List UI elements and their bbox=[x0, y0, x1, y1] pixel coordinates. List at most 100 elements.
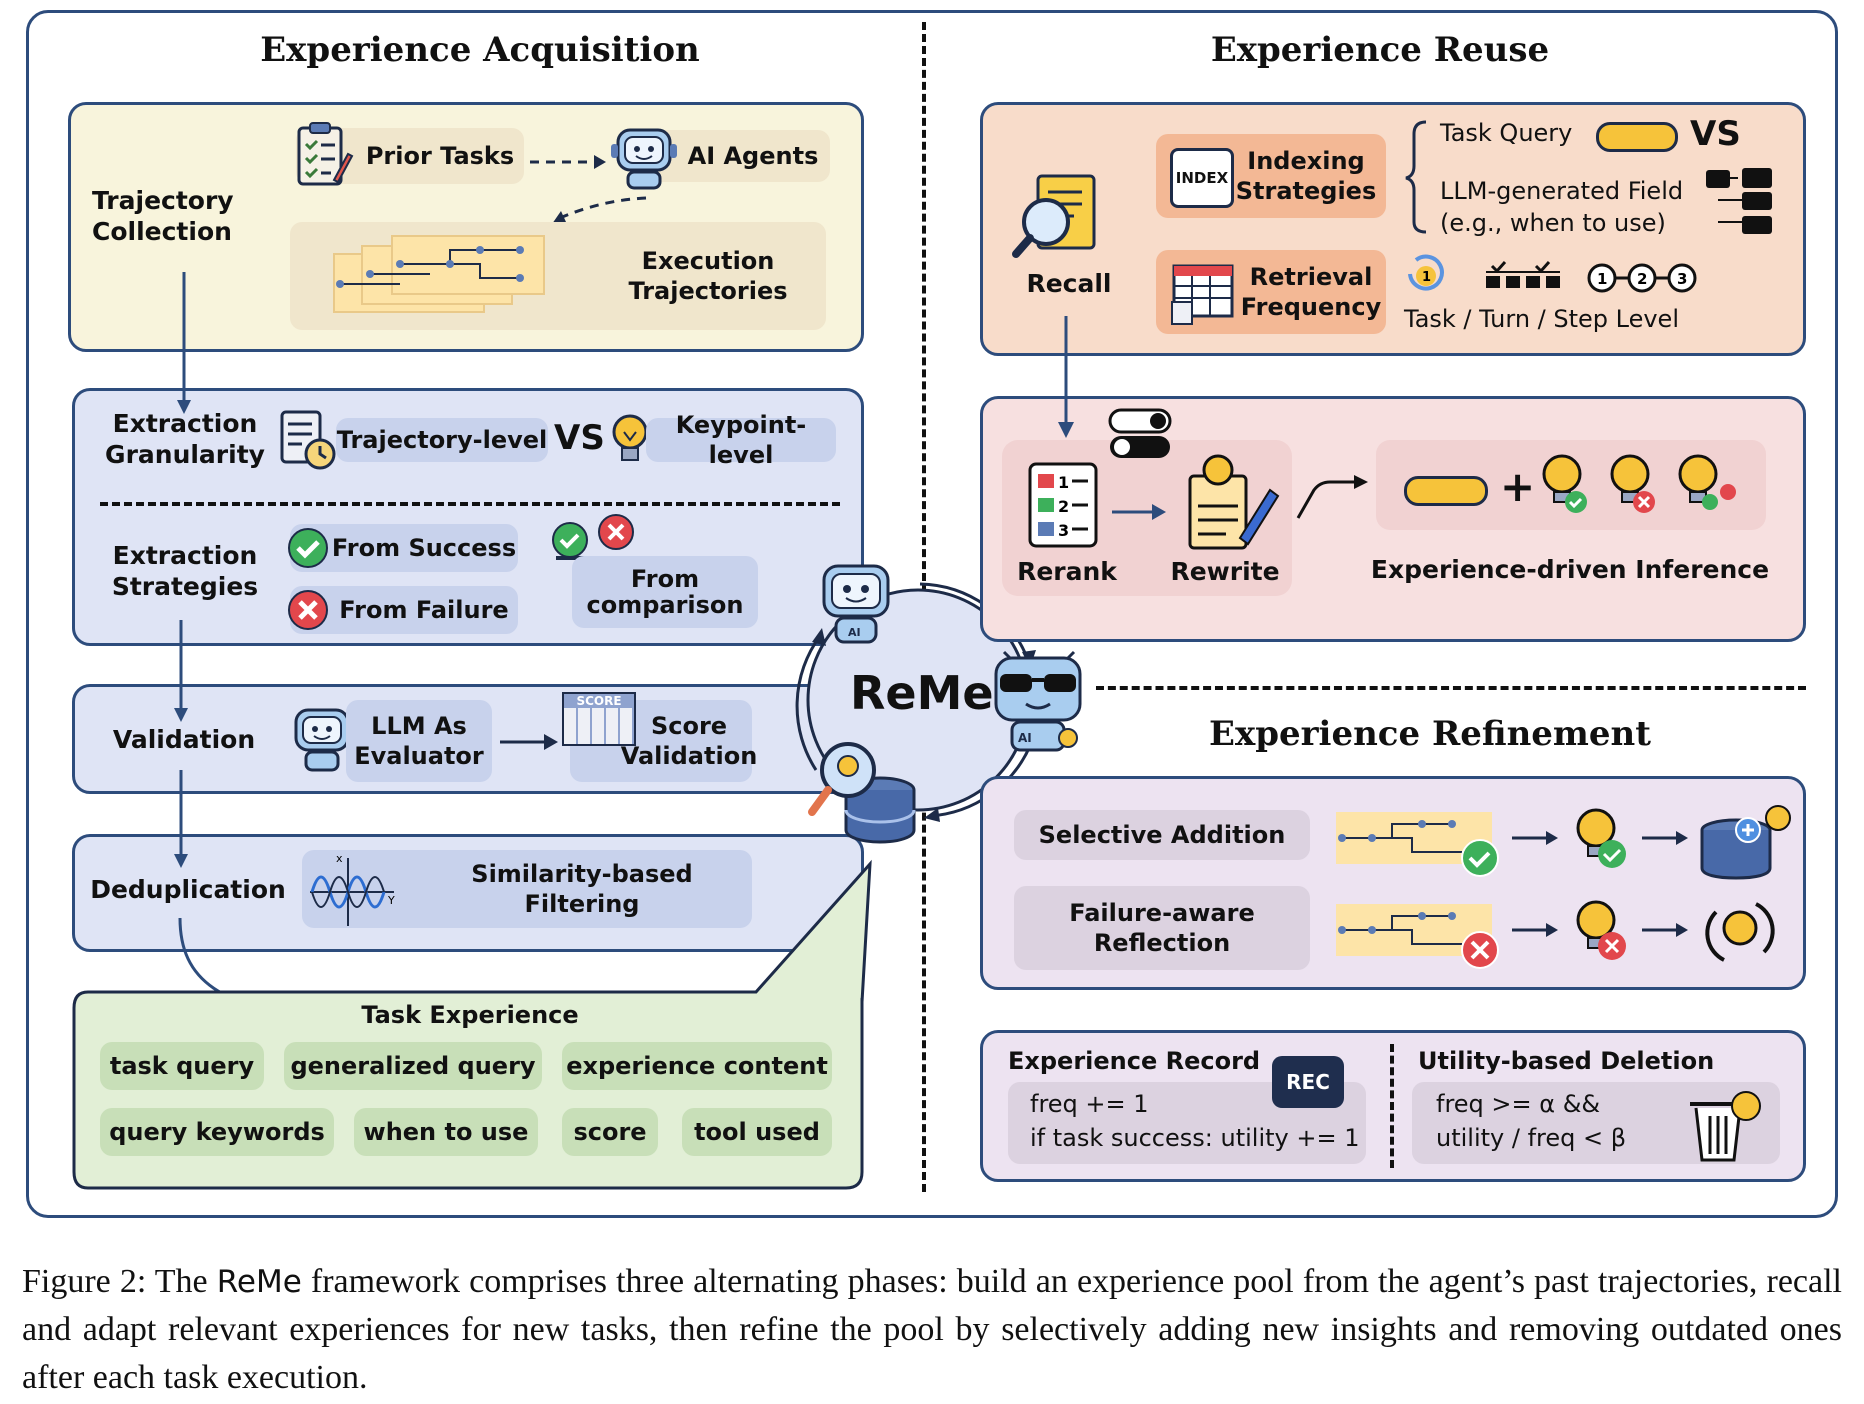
toggle-query-icon bbox=[1596, 122, 1678, 152]
rerank-arrow bbox=[1112, 504, 1166, 520]
cool-robot-icon: AI bbox=[994, 650, 1082, 752]
clipboard-icon bbox=[297, 122, 354, 186]
tag-tool-used: tool used bbox=[682, 1108, 832, 1156]
rank-num-2: 2 bbox=[1058, 497, 1069, 516]
similarity-chip: Similarity-based Filtering bbox=[302, 850, 752, 928]
figure-caption: Figure 2: The ReMe framework comprises t… bbox=[22, 1258, 1842, 1402]
calendar-table-icon bbox=[1171, 264, 1234, 325]
lightbulb-icon bbox=[612, 414, 648, 461]
llm-field-label: LLM-generated Field bbox=[1440, 177, 1684, 205]
robot-icon bbox=[611, 128, 677, 190]
rank-num-1: 1 bbox=[1058, 473, 1069, 492]
dedup-label: Deduplication bbox=[90, 875, 286, 904]
refinement-flows bbox=[1336, 805, 1791, 969]
from-failure-chip: From Failure bbox=[290, 586, 518, 634]
task-experience-title: Task Experience bbox=[361, 1001, 579, 1029]
strategies-label: Extraction Strategies bbox=[111, 541, 259, 602]
caption-name: ReMe bbox=[216, 1264, 302, 1300]
flowchart-icon bbox=[1706, 168, 1772, 234]
search-database-icon bbox=[808, 742, 916, 844]
step-num-3: 3 bbox=[1677, 270, 1687, 288]
llm-field-example: (e.g., when to use) bbox=[1440, 209, 1666, 237]
turn-level-icon bbox=[1486, 261, 1560, 288]
score-validation-label: Score Validation bbox=[620, 712, 758, 770]
arrow-right-icon bbox=[500, 734, 558, 750]
recall-label: Recall bbox=[1026, 269, 1112, 298]
figure-frame bbox=[26, 10, 1838, 1218]
failure-reflection-chip: Failure-aware Reflection bbox=[1014, 886, 1310, 970]
tag-task-query: task query bbox=[100, 1042, 264, 1090]
task-level-icon: 1 bbox=[1408, 254, 1444, 291]
rewrite-label: Rewrite bbox=[1170, 557, 1280, 586]
recall-panel bbox=[980, 102, 1806, 356]
wave-icon: x Y bbox=[310, 852, 395, 926]
record-line-1: freq += 1 bbox=[1030, 1090, 1149, 1118]
toggles-icon bbox=[1108, 408, 1172, 458]
from-comparison-label: From comparison bbox=[586, 564, 744, 619]
prior-tasks-label: Prior Tasks bbox=[365, 142, 515, 170]
check-icon bbox=[288, 528, 328, 568]
reme-robot-top-icon: AI bbox=[822, 564, 890, 644]
refinement-divider bbox=[1096, 686, 1806, 690]
reuse-vs-text: VS bbox=[1690, 114, 1741, 154]
axis-x-label: x bbox=[336, 852, 343, 865]
clipboard-clock-icon bbox=[280, 410, 336, 470]
trajectory-level-label: Trajectory-level bbox=[336, 426, 548, 454]
recall-arrow bbox=[1058, 316, 1074, 438]
llm-evaluator-chip: LLM As Evaluator bbox=[346, 700, 492, 782]
record-title: Experience Record bbox=[1008, 1047, 1261, 1075]
rewrite-icon bbox=[1188, 454, 1280, 550]
keypoint-level-chip: Keypoint-level bbox=[646, 411, 836, 469]
caption-prefix: Figure 2: The bbox=[22, 1263, 217, 1300]
granularity-label: Extraction Granularity bbox=[105, 409, 265, 470]
bulbs-icon bbox=[1542, 454, 1736, 513]
ranked-list-icon: 1 2 3 bbox=[1028, 462, 1098, 548]
rec-icon: REC bbox=[1272, 1056, 1344, 1108]
from-failure-label: From Failure bbox=[339, 596, 509, 624]
score-grid-icon: SCORE bbox=[562, 692, 636, 746]
step-level-icon: 1 2 3 bbox=[1587, 263, 1697, 293]
llm-evaluator-label: LLM As Evaluator bbox=[354, 712, 484, 770]
keypoint-level-label: Keypoint-level bbox=[675, 411, 807, 469]
index-icon: INDEX bbox=[1170, 148, 1234, 208]
reme-name: ReMe bbox=[850, 666, 994, 720]
step-num-2: 2 bbox=[1637, 270, 1647, 288]
ai-badge-top: AI bbox=[848, 626, 861, 639]
acquisition-title: Experience Acquisition bbox=[260, 30, 700, 70]
rank-num-3: 3 bbox=[1058, 521, 1069, 540]
record-divider bbox=[1390, 1044, 1394, 1168]
similarity-label: Similarity-based Filtering bbox=[471, 860, 693, 918]
dashed-arrow-curve bbox=[552, 196, 647, 224]
selective-addition-chip: Selective Addition bbox=[1014, 810, 1310, 860]
retrieval-label: Retrieval Frequency bbox=[1240, 263, 1382, 321]
task-level-number: 1 bbox=[1422, 270, 1431, 285]
task-experience-panel bbox=[72, 859, 872, 1190]
task-query-label: Task Query bbox=[1440, 119, 1573, 147]
cross-icon bbox=[288, 590, 328, 630]
query-toggle-icon bbox=[1404, 476, 1488, 506]
refinement-title: Experience Refinement bbox=[1209, 714, 1651, 754]
extraction-divider bbox=[100, 502, 840, 506]
inference-arrow bbox=[1296, 475, 1368, 519]
caption-rest: framework comprises three alternating ph… bbox=[22, 1263, 1842, 1396]
tag-score: score bbox=[562, 1108, 658, 1156]
trajectory-level-chip: Trajectory-level bbox=[336, 418, 548, 462]
deletion-line-1: freq >= α && bbox=[1436, 1090, 1601, 1118]
trajectory-label: Trajectory Collection bbox=[92, 186, 234, 247]
ai-agents-label: AI Agents bbox=[687, 142, 819, 170]
trajectory-cards-icon bbox=[333, 235, 545, 313]
ai-badge-cool: AI bbox=[1018, 731, 1032, 745]
record-line-2: if task success: utility += 1 bbox=[1030, 1124, 1360, 1152]
levels-label: Task / Turn / Step Level bbox=[1404, 305, 1679, 333]
plus-icon: + bbox=[1500, 462, 1536, 511]
tag-generalized-query: generalized query bbox=[284, 1042, 542, 1090]
indexing-label: Indexing Strategies bbox=[1235, 147, 1377, 205]
reuse-title: Experience Reuse bbox=[1210, 30, 1550, 70]
vs-text: VS bbox=[554, 418, 605, 458]
validation-label: Validation bbox=[112, 725, 256, 754]
rerank-label: Rerank bbox=[1017, 557, 1117, 586]
tag-query-keywords: query keywords bbox=[100, 1108, 334, 1156]
tag-experience-content: experience content bbox=[562, 1042, 832, 1090]
tag-when-to-use: when to use bbox=[354, 1108, 538, 1156]
brace-icon bbox=[1405, 120, 1427, 234]
